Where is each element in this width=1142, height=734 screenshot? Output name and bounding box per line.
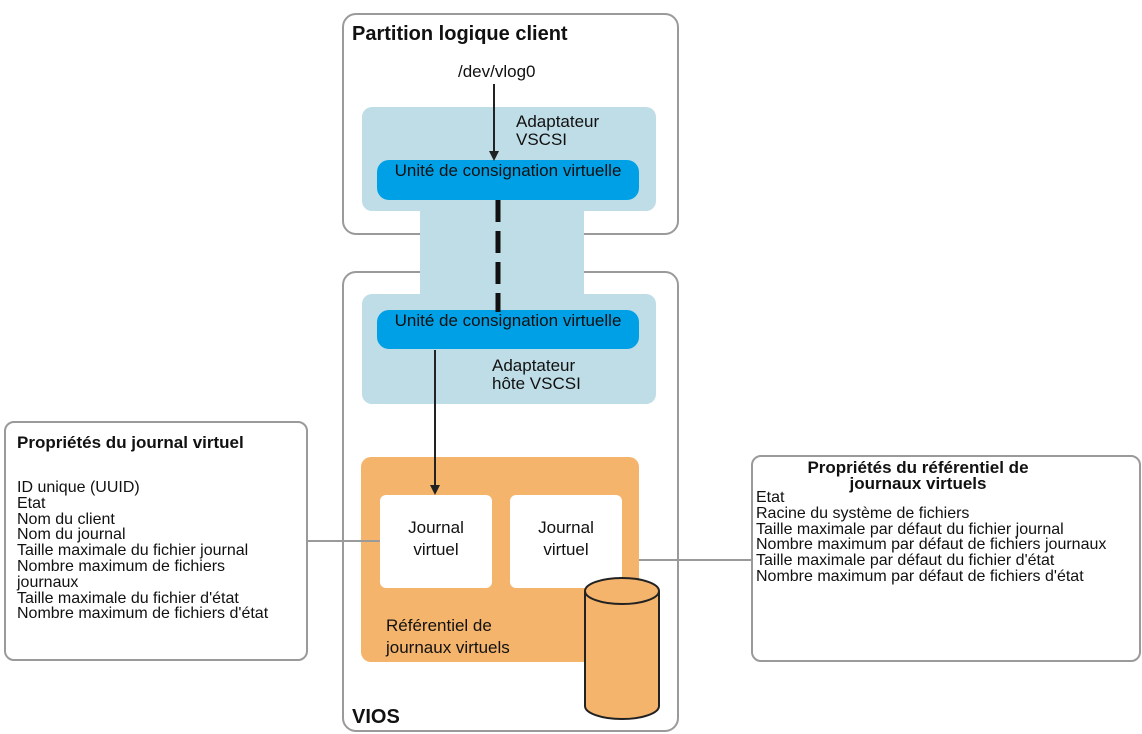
list-item: Nom du client [17, 510, 115, 528]
list-item: Etat [756, 489, 785, 506]
client-adapter-label: Adaptateur VSCSI [516, 112, 600, 149]
client-virtual-log-unit-label: Unité de consignation virtuelle [394, 161, 622, 180]
virtual-journal-1: Journal virtuel [380, 495, 492, 588]
host-adapter-label: Adaptateur hôte VSCSI [492, 356, 581, 393]
repository-label: Référentiel de journaux virtuels [386, 616, 510, 657]
database-icon [584, 577, 660, 720]
client-partition-title: Partition logique client [352, 23, 568, 45]
virtual-journal-1-label: Journal virtuel [408, 518, 464, 559]
list-item: Nombre maximum de fichiers d'état [17, 605, 269, 623]
vios-virtual-log-unit: Unité de consignation virtuelle [377, 310, 639, 349]
virtual-journal-2: Journal virtuel [510, 495, 622, 588]
repository-properties-title: Propriétés du référentiel de journaux vi… [807, 458, 1029, 493]
list-item: Nombre maximum de fichiers journaux [17, 557, 226, 591]
virtual-log-properties-title: Propriétés du journal virtuel [17, 433, 244, 452]
device-path-label: /dev/vlog0 [458, 62, 536, 81]
virtual-journal-2-label: Journal virtuel [538, 518, 594, 559]
list-item: Taille maximale du fichier d'état [17, 589, 239, 607]
client-virtual-log-unit: Unité de consignation virtuelle [377, 160, 639, 200]
vios-virtual-log-unit-label: Unité de consignation virtuelle [394, 311, 622, 330]
list-item: Taille maximale par défaut du fichier d'… [756, 552, 1055, 570]
list-item: ID unique (UUID) [17, 479, 140, 496]
list-item: Nombre maximum par défaut de fichiers d'… [756, 567, 1084, 585]
list-item: Racine du système de fichiers [756, 504, 970, 522]
list-item: Etat [17, 494, 46, 512]
list-item: Nom du journal [17, 526, 126, 544]
list-item: Nombre maximum par défaut de fichiers jo… [756, 536, 1107, 554]
list-item: Taille maximale par défaut du fichier jo… [756, 520, 1064, 538]
vios-title: VIOS [352, 706, 400, 728]
repository-properties-box: Propriétés du référentiel de journaux vi… [751, 455, 1141, 662]
repository-properties-list: Etat Racine du système de fichiers Taill… [756, 490, 1142, 585]
virtual-log-properties-list: ID unique (UUID) Etat Nom du client Nom … [17, 480, 309, 622]
virtual-log-properties-box: Propriétés du journal virtuel ID unique … [4, 421, 308, 661]
list-item: Taille maximale du fichier journal [17, 542, 249, 560]
